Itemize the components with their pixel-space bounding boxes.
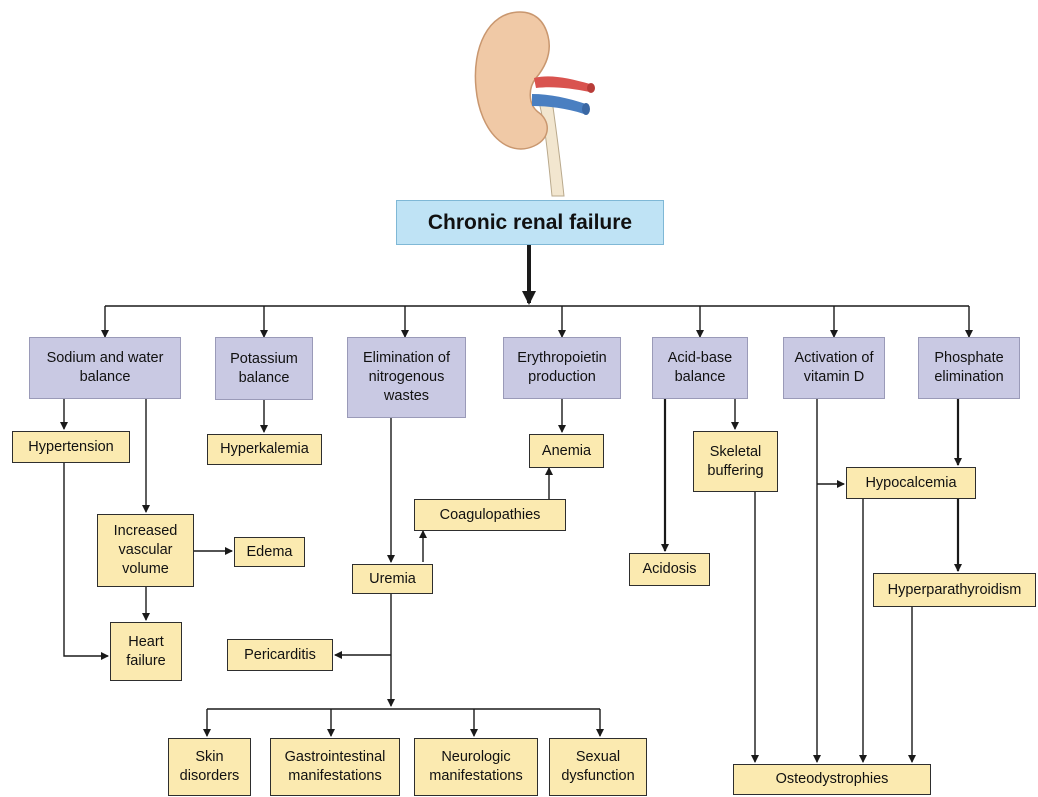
kidney-shape — [474, 11, 550, 150]
kidney-illustration — [474, 11, 595, 197]
effect-osteodystrophies: Osteodystrophies — [733, 764, 931, 795]
effect-coagulopathies: Coagulopathies — [414, 499, 566, 531]
category-sodium-water-balance: Sodium and water balance — [29, 337, 181, 399]
effect-heart-failure: Heart failure — [110, 622, 182, 681]
hypertension-to-heart-failure — [63, 463, 109, 660]
effect-edema: Edema — [234, 537, 305, 567]
effect-hypertension: Hypertension — [12, 431, 130, 463]
effect-uremia: Uremia — [352, 564, 433, 594]
category-vitamin-d-activation: Activation of vitamin D — [783, 337, 885, 399]
effect-neurologic-manifestations: Neurologic manifestations — [414, 738, 538, 796]
effect-acidosis: Acidosis — [629, 553, 710, 586]
artery-end — [587, 83, 595, 93]
chronic-renal-failure-title: Chronic renal failure — [396, 200, 664, 245]
effect-hyperkalemia: Hyperkalemia — [207, 434, 322, 465]
vein-end — [582, 103, 590, 115]
effect-skeletal-buffering: Skeletal buffering — [693, 431, 778, 492]
category-erythropoietin-production: Erythropoietin production — [503, 337, 621, 399]
category-acid-base-balance: Acid-base balance — [652, 337, 748, 399]
renal-artery — [534, 76, 590, 92]
effect-sexual-dysfunction: Sexual dysfunction — [549, 738, 647, 796]
ureter-shape — [537, 97, 565, 197]
effect-anemia: Anemia — [529, 434, 604, 468]
effect-pericarditis: Pericarditis — [227, 639, 333, 671]
category-potassium-balance: Potassium balance — [215, 337, 313, 400]
category-phosphate-elimination: Phosphate elimination — [918, 337, 1020, 399]
renal-vein — [532, 94, 586, 114]
effect-hyperparathyroidism: Hyperparathyroidism — [873, 573, 1036, 607]
effect-gastrointestinal-manifestations: Gastrointestinal manifestations — [270, 738, 400, 796]
category-nitrogenous-wastes: Elimination of nitrogenous wastes — [347, 337, 466, 418]
effect-increased-vascular-volume: Increased vascular volume — [97, 514, 194, 587]
effect-skin-disorders: Skin disorders — [168, 738, 251, 796]
effect-hypocalcemia: Hypocalcemia — [846, 467, 976, 499]
